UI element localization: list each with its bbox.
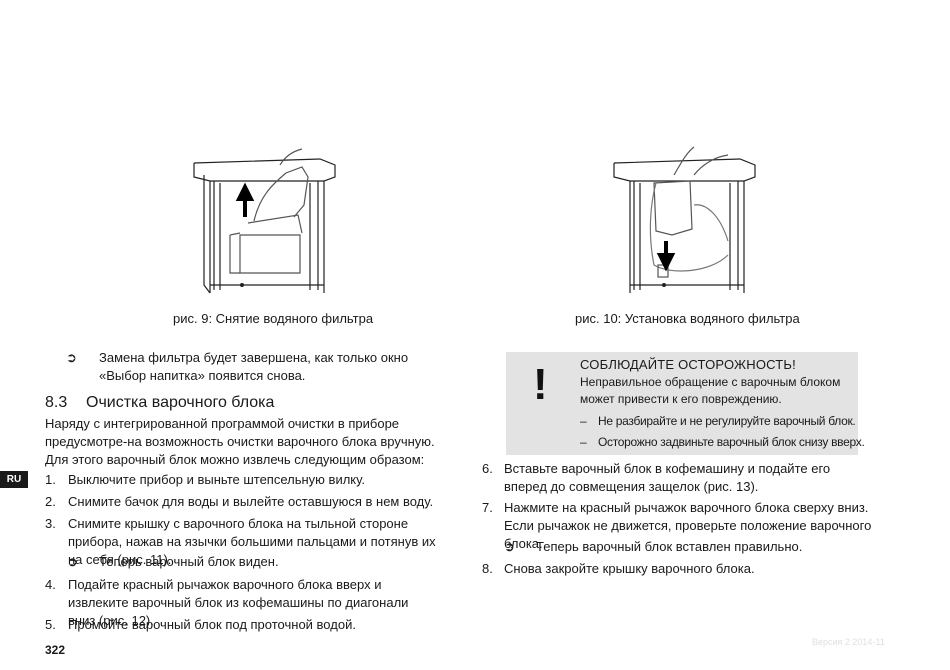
result-text: Теперь варочный блок виден. xyxy=(99,554,279,569)
result-arrow-icon: ➲ xyxy=(67,554,78,569)
warning-box: ! СОБЛЮДАЙТЕ ОСТОРОЖНОСТЬ! Неправильное … xyxy=(506,352,865,455)
warning-dash: – xyxy=(580,435,587,449)
step-text: Снимите крышку с варочного блока на тыль… xyxy=(68,516,436,567)
warning-title: СОБЛЮДАЙТЕ ОСТОРОЖНОСТЬ! xyxy=(580,357,796,372)
exclamation-icon: ! xyxy=(533,360,548,409)
step-text: Снова закройте крышку варочного блока. xyxy=(504,561,755,576)
step-text: Подайте красный рычажок варочного блока … xyxy=(68,577,409,628)
step-number: 6. xyxy=(482,461,493,476)
warning-item: Осторожно задвиньте варочный блок снизу … xyxy=(598,435,865,449)
result-arrow-icon: ➲ xyxy=(504,539,515,554)
step-text: Снимите бачок для воды и вылейте оставшу… xyxy=(68,494,434,509)
intro-paragraph: Наряду с интегрированной программой очис… xyxy=(45,416,435,467)
step-number: 5. xyxy=(45,617,56,632)
step-text: Вставьте варочный блок в кофемашину и по… xyxy=(504,461,831,494)
step-number: 3. xyxy=(45,516,56,531)
step-number: 4. xyxy=(45,577,56,592)
result-text: Замена фильтра будет завершена, как толь… xyxy=(99,350,409,383)
step-number: 8. xyxy=(482,561,493,576)
warning-text: Неправильное обращение с варочным блоком… xyxy=(580,375,841,406)
version-label: Версия 2 2014-11 xyxy=(812,637,885,647)
figure-caption: рис. 10: Установка водяного фильтра xyxy=(575,311,800,326)
page-number: 322 xyxy=(45,643,66,657)
result-text: Теперь варочный блок вставлен правильно. xyxy=(536,539,803,554)
filter-removal-illustration xyxy=(193,148,336,294)
step-text: Нажмите на красный рычажок варочного бло… xyxy=(504,500,872,551)
step-number: 2. xyxy=(45,494,56,509)
result-arrow-icon: ➲ xyxy=(66,350,77,365)
filter-installation-illustration xyxy=(613,146,756,293)
step-text: Выключите прибор и выньте штепсельную ви… xyxy=(68,472,365,487)
section-number: 8.3 xyxy=(45,394,68,411)
language-tab: RU xyxy=(0,471,28,488)
step-number: 1. xyxy=(45,472,56,487)
figure-caption: рис. 9: Снятие водяного фильтра xyxy=(173,311,374,326)
warning-item: Не разбирайте и не регулируйте варочный … xyxy=(598,414,856,428)
step-number: 7. xyxy=(482,500,493,515)
step-text: Промойте варочный блок под проточной вод… xyxy=(68,617,356,632)
section-title: Очистка варочного блока xyxy=(86,394,275,411)
warning-dash: – xyxy=(580,414,587,428)
